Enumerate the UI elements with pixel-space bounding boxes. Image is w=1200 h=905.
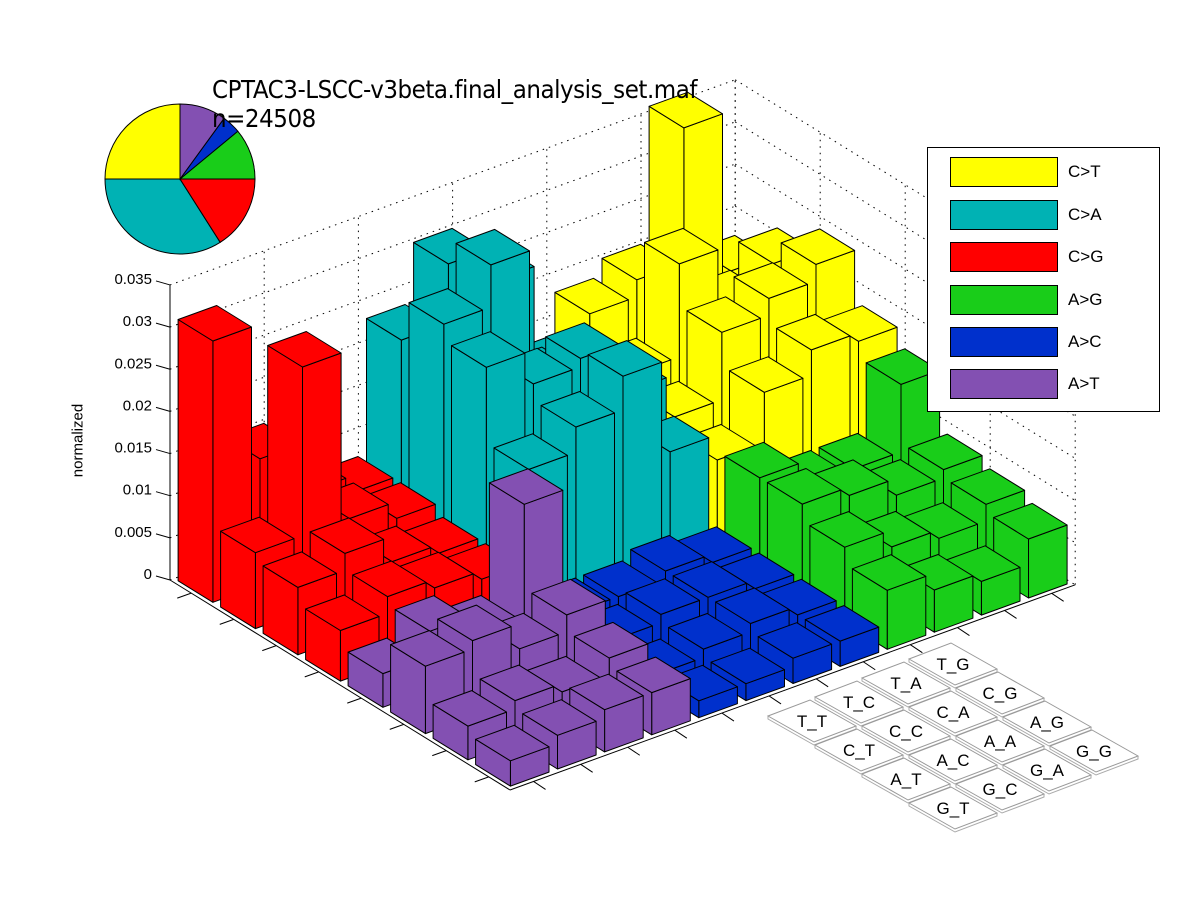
context-label: G_G [1076, 742, 1112, 761]
z-tick-label: 0 [144, 566, 152, 583]
context-label-grid: T_T T_C T_A T_G C_T C_C C_A C_G A_T A_C A_A A_G G_T G… [766, 642, 1140, 833]
context-tile: A_G [1001, 700, 1093, 747]
z-tick-label: 0.015 [114, 440, 152, 457]
legend-label: A>G [1068, 290, 1103, 309]
legend-swatch [950, 327, 1058, 357]
context-label: C_A [936, 703, 970, 722]
context-tile: C_G [954, 671, 1046, 718]
context-label: A_A [984, 732, 1017, 751]
legend-swatch [950, 200, 1058, 230]
context-label: C_G [983, 684, 1018, 703]
context-tile: C_C [860, 709, 952, 756]
z-tick-label: 0.005 [114, 524, 152, 541]
context-tile: G_T [907, 786, 999, 833]
context-label: C_T [843, 741, 875, 760]
legend-item-a-c: A>C [950, 326, 1102, 358]
bar-a-t [475, 724, 550, 787]
pie-chart [104, 103, 256, 255]
context-label: T_T [797, 712, 827, 731]
chart-title: CPTAC3-LSCC-v3beta.final_analysis_set.ma… [212, 75, 698, 104]
legend-item-c-t: C>T [950, 156, 1101, 188]
legend-swatch [950, 242, 1058, 272]
context-tile: G_A [1001, 748, 1093, 795]
legend-swatch [950, 369, 1058, 399]
legend-item-a-g: A>G [950, 284, 1103, 316]
pie-slice-c-t [104, 103, 181, 180]
legend-label: C>A [1068, 205, 1102, 224]
context-label: T_A [890, 674, 922, 693]
context-tile: T_C [813, 680, 905, 727]
context-tile: T_G [907, 642, 999, 689]
z-tick-label: 0.035 [114, 271, 152, 288]
z-tick-label: 0.025 [114, 355, 152, 372]
bars [177, 91, 1068, 787]
legend-label: C>G [1068, 247, 1104, 266]
legend-item-c-a: C>A [950, 199, 1102, 231]
z-tick-label: 0.01 [123, 482, 152, 499]
legend: C>T C>A C>G A>G A>C A>T [927, 147, 1160, 412]
context-label: G_C [983, 780, 1018, 799]
context-tile: A_A [954, 719, 1046, 766]
context-label: A_G [1030, 713, 1064, 732]
context-tile: G_C [954, 767, 1046, 814]
context-label: G_T [936, 799, 969, 818]
context-label: G_A [1030, 761, 1065, 780]
pie-slice-c-g [179, 178, 256, 243]
pie-slice-a-t [179, 103, 225, 181]
legend-item-a-t: A>T [950, 368, 1100, 400]
context-label: A_T [890, 770, 921, 789]
legend-label: C>T [1068, 162, 1101, 181]
z-tick-label: 0.02 [123, 397, 152, 414]
context-tile: G_G [1048, 729, 1140, 776]
legend-label: A>C [1068, 332, 1102, 351]
legend-item-c-g: C>G [950, 241, 1103, 273]
legend-label: A>T [1068, 374, 1100, 393]
z-tick-label: 0.03 [123, 313, 152, 330]
axes: 0 0.005 0.01 0.015 0.02 0.025 0.03 0.035 [114, 271, 1076, 791]
context-label: A_C [936, 751, 969, 770]
legend-swatch [950, 157, 1058, 187]
sample-count: n=24508 [212, 104, 316, 133]
context-label: C_C [889, 722, 923, 741]
context-tile: A_T [860, 757, 952, 804]
legend-swatch [950, 285, 1058, 315]
context-label: T_C [843, 693, 875, 712]
context-label: T_G [936, 655, 969, 674]
y-axis-label: normalized [69, 403, 87, 478]
